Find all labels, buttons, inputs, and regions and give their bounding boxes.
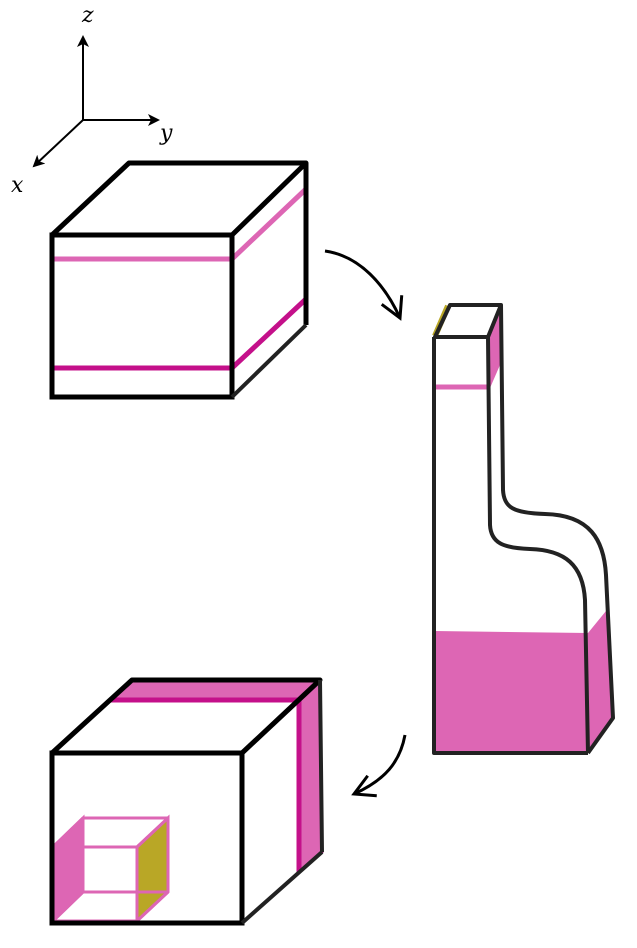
x-axis xyxy=(32,119,84,168)
final-cube xyxy=(49,677,324,926)
inner-cube xyxy=(51,814,170,925)
cube-bottom-right-edge xyxy=(230,323,308,399)
initial-cube xyxy=(49,160,309,400)
transform-arrow-2 xyxy=(351,734,407,798)
bottle-top-side-face xyxy=(488,306,500,388)
cube-front-face xyxy=(49,232,235,400)
top-magenta-band xyxy=(108,678,322,702)
coordinate-axes: z y x xyxy=(11,3,173,198)
z-axis-label: z xyxy=(81,3,94,28)
final-cube-front-face xyxy=(49,750,245,926)
transform-arrow-1 xyxy=(324,249,404,321)
bottle-neck-front-outline xyxy=(486,336,590,754)
x-axis-label: x xyxy=(11,173,24,198)
bottle-fill-front xyxy=(434,631,590,753)
final-cube-right-edge xyxy=(240,679,324,925)
deformed-bottle xyxy=(432,303,615,755)
bottle-front-outline xyxy=(432,337,588,755)
bottle-neck-back-outline xyxy=(499,304,615,755)
y-axis-label: y xyxy=(159,121,173,146)
lower-band xyxy=(52,297,308,371)
